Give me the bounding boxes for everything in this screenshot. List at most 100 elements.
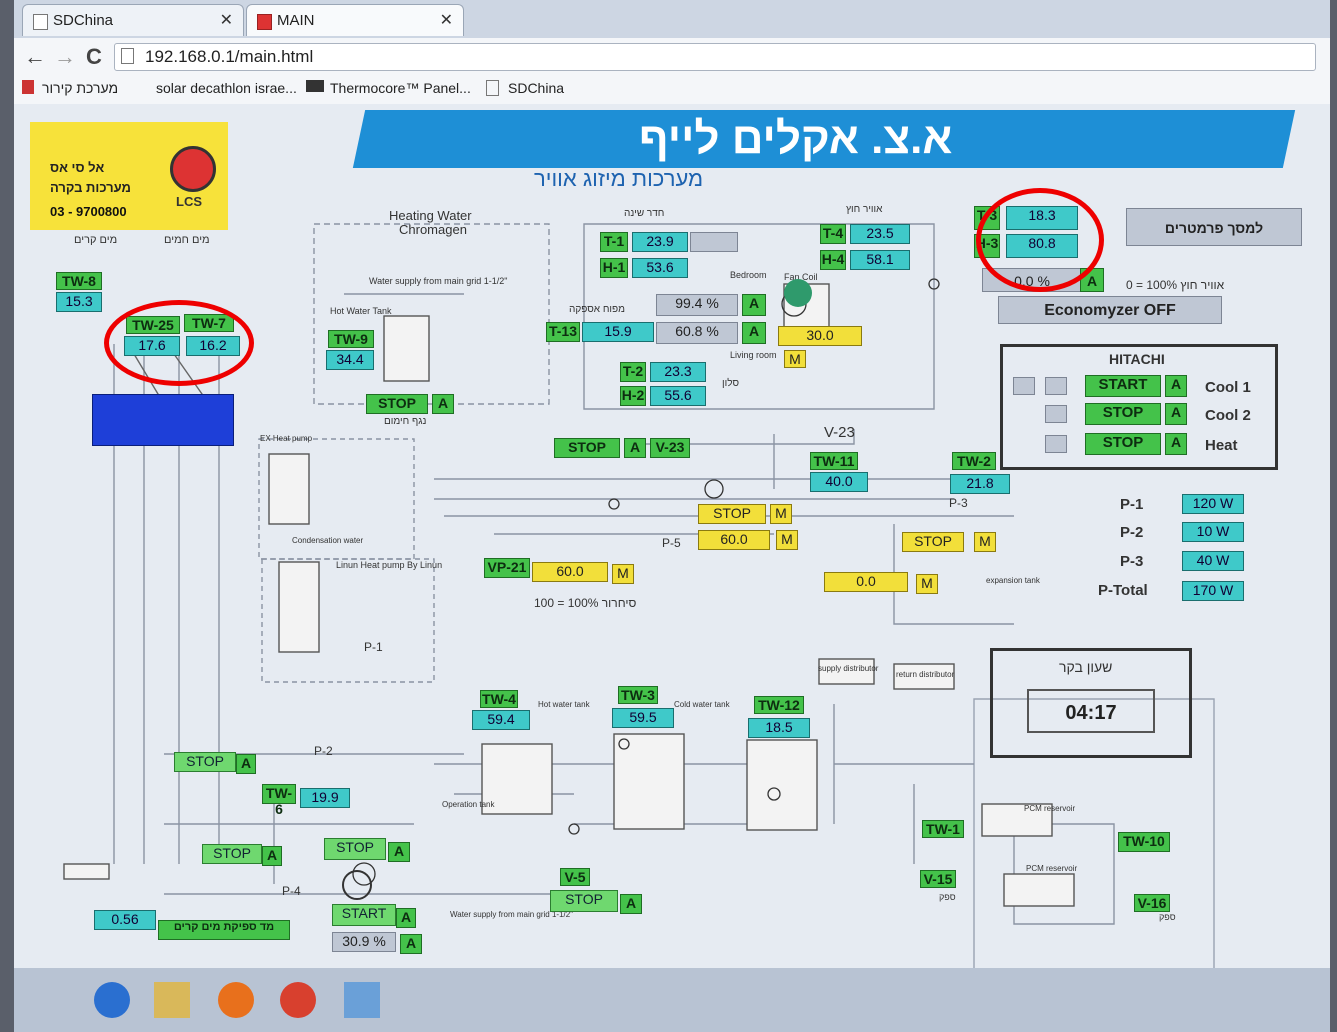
heating-stop-button[interactable]: STOP [366, 394, 428, 414]
fan-icon [784, 279, 812, 307]
hitachi-indicator [1045, 435, 1067, 453]
label-linun-hp: Linun Heat pump By Linun [336, 560, 443, 570]
logo-line2: מערכות בקרה [50, 180, 131, 195]
label-supply-air: מפוח אספקה [569, 304, 626, 315]
ie-icon[interactable] [94, 982, 130, 1018]
t1-setpoint[interactable] [690, 232, 738, 252]
label-p3-diagram: P-3 [949, 496, 968, 510]
back-arrow-icon[interactable]: ← [24, 44, 46, 69]
folder-icon[interactable] [154, 982, 190, 1018]
p5-manual-button[interactable]: M [770, 504, 792, 524]
h2-label: H-2 [620, 386, 646, 406]
scada-page: אל סי אס מערכות בקרה 03 - 9700800 LCS א.… [14, 104, 1330, 1032]
hitachi-cool1-button[interactable]: START [1085, 375, 1161, 397]
label-hot-tank-2: Hot water tank [538, 700, 590, 709]
close-icon[interactable]: ✕ [219, 12, 233, 29]
parameters-screen-button[interactable]: למסך פרמטרים [1126, 208, 1302, 246]
power-p2-label: P-2 [1120, 524, 1144, 541]
label-pcm-2: PCM reservoir [1026, 864, 1078, 873]
reload-icon[interactable]: C [86, 44, 102, 69]
v23-auto-button[interactable]: A [624, 438, 646, 458]
hitachi-cool2-button[interactable]: STOP [1085, 403, 1161, 425]
clock-time: 04:17 [1027, 689, 1155, 733]
fan-manual-button[interactable]: M [784, 350, 806, 368]
chrome-icon[interactable] [280, 982, 316, 1018]
label-water-grid: Water supply from main grid 1-1/2" [450, 910, 574, 919]
hitachi-indicator [1013, 377, 1035, 395]
label-return-dist: return distributor [896, 670, 955, 679]
percent-608: 60.8 % [656, 322, 738, 344]
hitachi-heat-button[interactable]: STOP [1085, 433, 1161, 455]
clock-title: שעון בקר [1059, 659, 1113, 675]
power-p1-label: P-1 [1120, 496, 1144, 513]
h1-value: 53.6 [632, 258, 688, 278]
hitachi-heat-auto[interactable]: A [1165, 433, 1187, 455]
tab-main[interactable]: MAIN ✕ [246, 4, 464, 36]
hitachi-indicator [1045, 377, 1067, 395]
p1-stop-button[interactable]: STOP [324, 838, 386, 860]
tw8-value: 15.3 [56, 292, 102, 312]
p3-stop-button[interactable]: STOP [902, 532, 964, 552]
tab-sdchina[interactable]: SDChina ✕ [22, 4, 244, 36]
bookmark-thermocore[interactable]: Thermocore™ Panel... [330, 80, 471, 96]
label-p2: P-2 [314, 744, 333, 758]
hitachi-cool1-auto[interactable]: A [1165, 375, 1187, 397]
vp21-position: 60.0 [532, 562, 608, 582]
lcs-seal-icon [170, 146, 216, 192]
brand-subtitle: מערכות מיזוג אוויר [534, 166, 704, 191]
label-operation-tank: Operation tank [442, 800, 495, 809]
label-living-room: Living room [730, 350, 777, 360]
app-icon[interactable] [344, 982, 380, 1018]
forward-arrow-icon[interactable]: → [54, 44, 76, 69]
vp21-manual-button[interactable]: M [612, 564, 634, 584]
p2-stop-button[interactable]: STOP [174, 752, 236, 772]
flow-meter-label: מד ספיקת מים קרים [158, 920, 290, 940]
label-p5: P-5 [662, 536, 681, 550]
p3-manual-button[interactable]: M [974, 532, 996, 552]
label-bedroom: Bedroom [730, 270, 767, 280]
p1-auto-button[interactable]: A [388, 842, 410, 862]
v5-label: V-5 [560, 868, 590, 886]
p5-speed-manual[interactable]: M [776, 530, 798, 550]
v5-stop-button[interactable]: STOP [550, 890, 618, 912]
t2-value: 23.3 [650, 362, 706, 382]
bookmark-cooling[interactable]: מערכת קירור [42, 80, 119, 96]
v23-diagram-label: V-23 [824, 424, 855, 441]
hitachi-indicator [1045, 405, 1067, 423]
p4-auto-button[interactable]: A [262, 846, 282, 866]
p3-speed-manual[interactable]: M [916, 574, 938, 594]
v5-auto-button[interactable]: A [620, 894, 642, 914]
bookmark-sdchina[interactable]: SDChina [508, 80, 565, 96]
url-text: 192.168.0.1/main.html [145, 47, 314, 66]
v23-stop-button[interactable]: STOP [554, 438, 620, 458]
hitachi-mode-cool2: Cool 2 [1205, 407, 1251, 424]
economyzer-button[interactable]: Economyzer OFF [998, 296, 1222, 324]
highlight-ring-t3 [976, 188, 1104, 292]
pump-auto-button[interactable]: A [396, 908, 416, 928]
thermocore-icon [306, 80, 324, 92]
percent-309-auto[interactable]: A [400, 934, 422, 954]
label-fan-coil: Fan Coil [784, 272, 818, 282]
label-chromagen: Chromagen [399, 222, 467, 237]
url-field[interactable]: 192.168.0.1/main.html [114, 43, 1316, 71]
h2-value: 55.6 [650, 386, 706, 406]
label-pcm-1: PCM reservoir [1024, 804, 1076, 813]
tw2-label: TW-2 [952, 452, 996, 470]
pump-icon [342, 870, 372, 900]
hitachi-cool2-auto[interactable]: A [1165, 403, 1187, 425]
label-v16: ספק [1159, 912, 1176, 922]
label-expansion-tank: expansion tank [986, 576, 1040, 585]
firefox-icon[interactable] [218, 982, 254, 1018]
heating-auto-button[interactable]: A [432, 394, 454, 414]
p5-stop-button[interactable]: STOP [698, 504, 766, 524]
fan-coil-speed: 30.0 [778, 326, 862, 346]
pump-start-button[interactable]: START [332, 904, 396, 926]
p2-auto-button[interactable]: A [236, 754, 256, 774]
supply-air-auto-button[interactable]: A [742, 294, 766, 316]
damper-auto-button[interactable]: A [742, 322, 766, 344]
bookmark-solar[interactable]: solar decathlon israe... [156, 80, 297, 96]
close-icon[interactable]: ✕ [439, 12, 453, 29]
highlight-ring-tw25 [104, 300, 254, 386]
tw9-value: 34.4 [326, 350, 374, 370]
p4-stop-button[interactable]: STOP [202, 844, 262, 864]
